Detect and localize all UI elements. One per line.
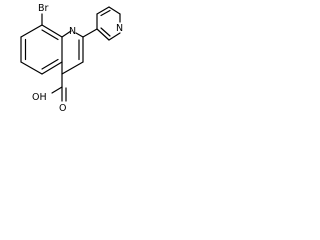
bromine-label: Br <box>38 3 49 14</box>
benzo-ring <box>20 24 63 75</box>
carbonyl-oxygen-label: O <box>59 103 66 114</box>
chemical-structure-diagram: Br N N OH O <box>20 3 123 114</box>
pyridinyl-ring <box>82 6 121 41</box>
hydroxyl-label: OH <box>32 92 47 103</box>
quinoline-pyridine-ring <box>61 30 84 75</box>
quinoline-nitrogen-label: N <box>69 26 76 37</box>
pyridine-nitrogen-label: N <box>116 23 123 34</box>
carboxylic-acid-group <box>51 73 67 102</box>
structure-canvas: Br N N OH O <box>0 0 136 116</box>
